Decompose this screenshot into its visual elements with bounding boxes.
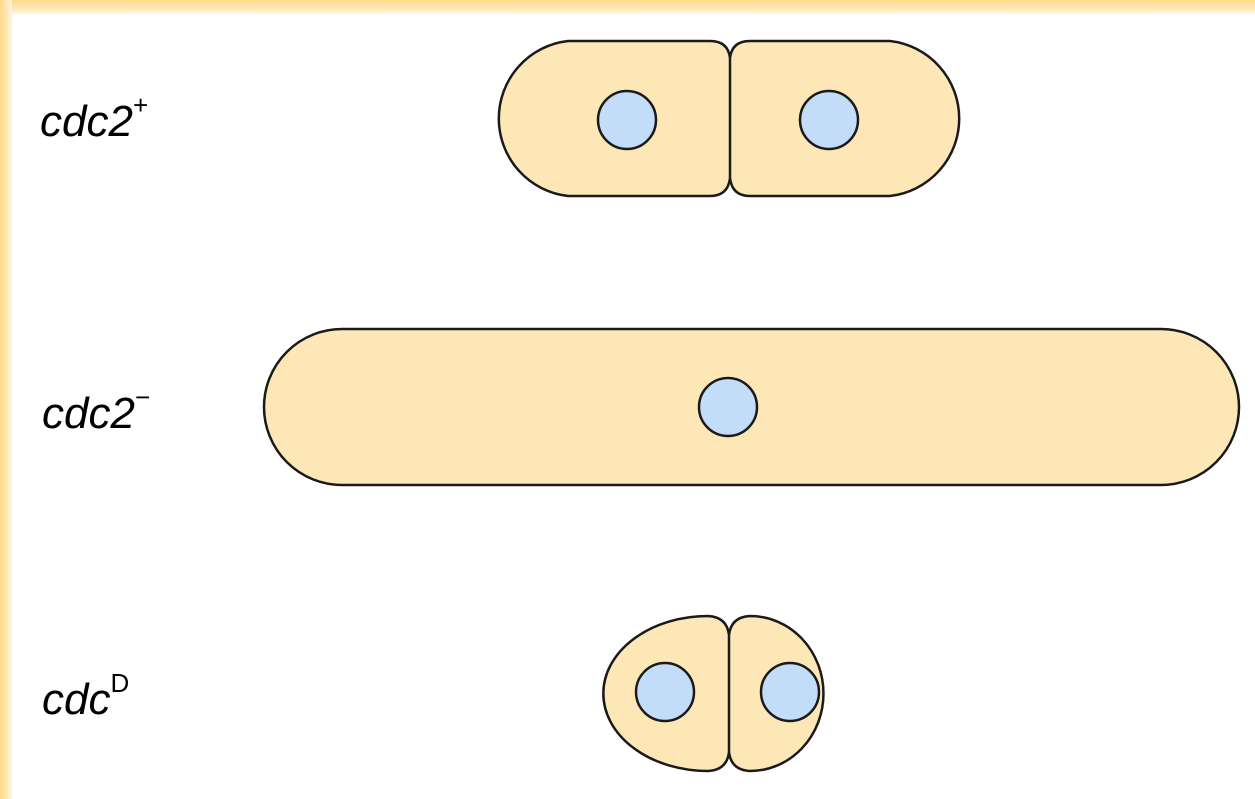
nucleus [697, 376, 759, 438]
cell-wild-type-dividing [497, 39, 961, 198]
frame-top-border [0, 0, 1255, 14]
genotype-label-cdc2-plus: cdc2+ [40, 92, 148, 146]
nucleus [798, 89, 860, 151]
nucleus [759, 661, 821, 723]
small-dividing-cell-body [602, 614, 825, 773]
allele-superscript: + [132, 90, 149, 121]
allele-superscript: D [110, 668, 130, 699]
genotype-label-cdc-d: cdcD [42, 670, 129, 724]
frame-left-border [0, 0, 12, 799]
cell-cdc2-minus-elongated [262, 327, 1241, 487]
genotype-label-cdc2-minus: cdc2− [42, 384, 150, 438]
nucleus [596, 89, 658, 151]
gene-name: cdc2 [42, 389, 135, 438]
allele-superscript: − [134, 382, 151, 413]
gene-name: cdc2 [40, 97, 133, 146]
gene-name: cdc [42, 675, 111, 724]
nucleus [634, 661, 696, 723]
cell-cdc-d-small-dividing [602, 614, 825, 773]
